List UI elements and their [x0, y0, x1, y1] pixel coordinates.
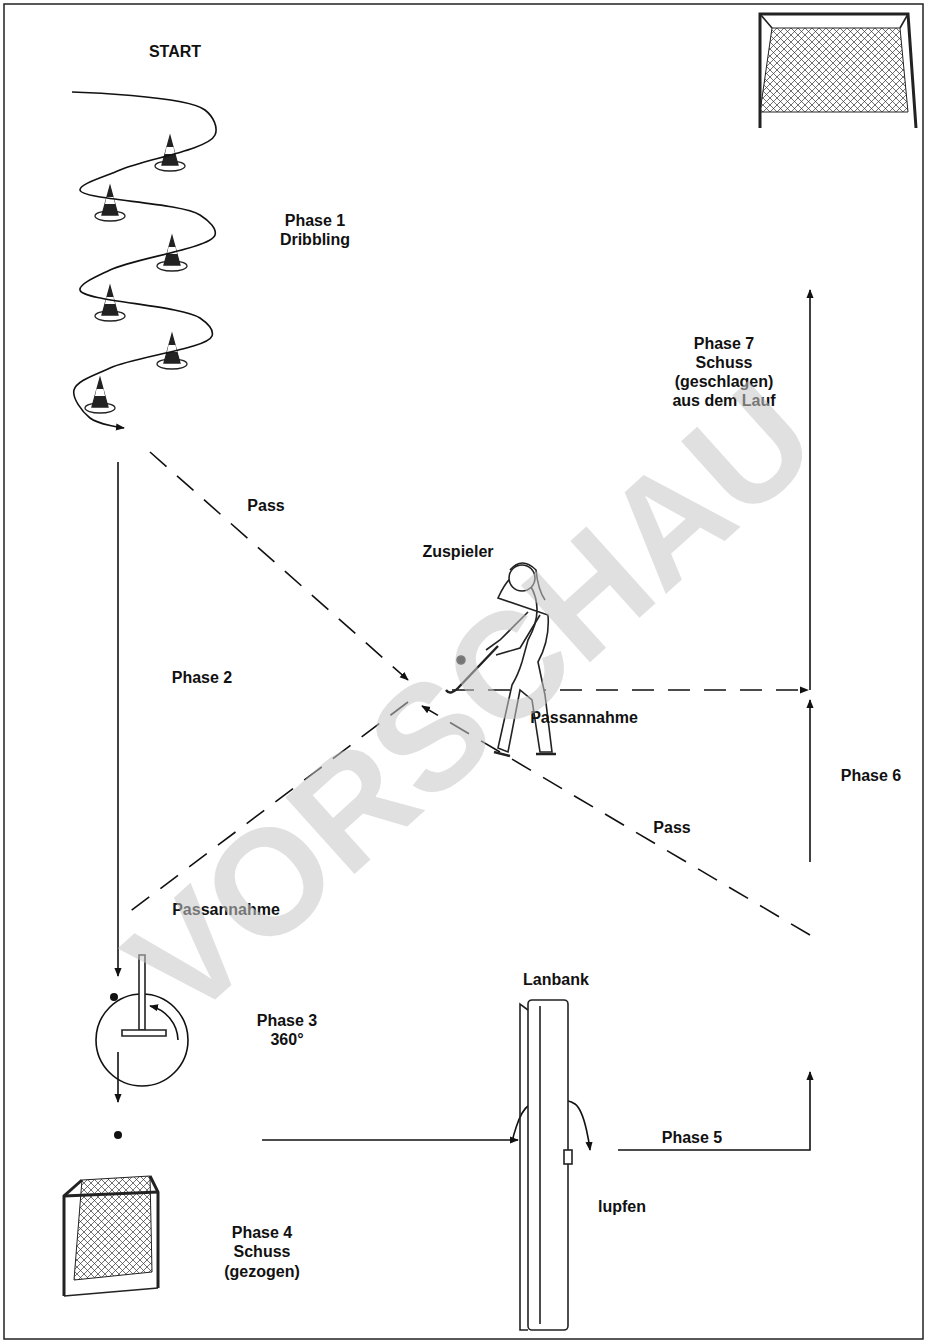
bench: [520, 1000, 572, 1330]
drill-label: lupfen: [598, 1197, 646, 1216]
cone: [95, 286, 125, 321]
drill-label: Zuspieler: [422, 542, 493, 561]
drill-label: Pass: [653, 818, 690, 837]
run-line: [262, 1139, 518, 1141]
ball: [110, 993, 118, 1001]
drill-label: START: [149, 42, 201, 61]
cone: [155, 136, 185, 171]
drill-label: Phase 1 Dribbling: [280, 211, 350, 249]
frame: [4, 4, 923, 1339]
run-line: [117, 1052, 119, 1102]
cone: [95, 186, 125, 221]
goal-top: [760, 14, 916, 128]
run-line: [618, 1072, 810, 1150]
cone: [85, 378, 115, 413]
watermark: VORSCHAU: [101, 357, 839, 1043]
pass-line: [150, 452, 408, 680]
drill-label: Phase 4 Schuss (gezogen): [224, 1223, 300, 1281]
goal-bottom: [64, 1176, 158, 1296]
cone: [157, 236, 187, 271]
drill-label: Pass: [247, 496, 284, 515]
ball: [114, 1131, 122, 1139]
run-line: [72, 92, 216, 428]
run-line: [117, 462, 119, 976]
drill-label: Phase 6: [841, 766, 901, 785]
drill-label: Phase 5: [662, 1128, 722, 1147]
drill-label: Lanbank: [523, 970, 589, 989]
drill-label: Phase 3 360°: [257, 1011, 317, 1049]
run-line: [809, 700, 811, 862]
drill-label: Phase 2: [172, 668, 232, 687]
